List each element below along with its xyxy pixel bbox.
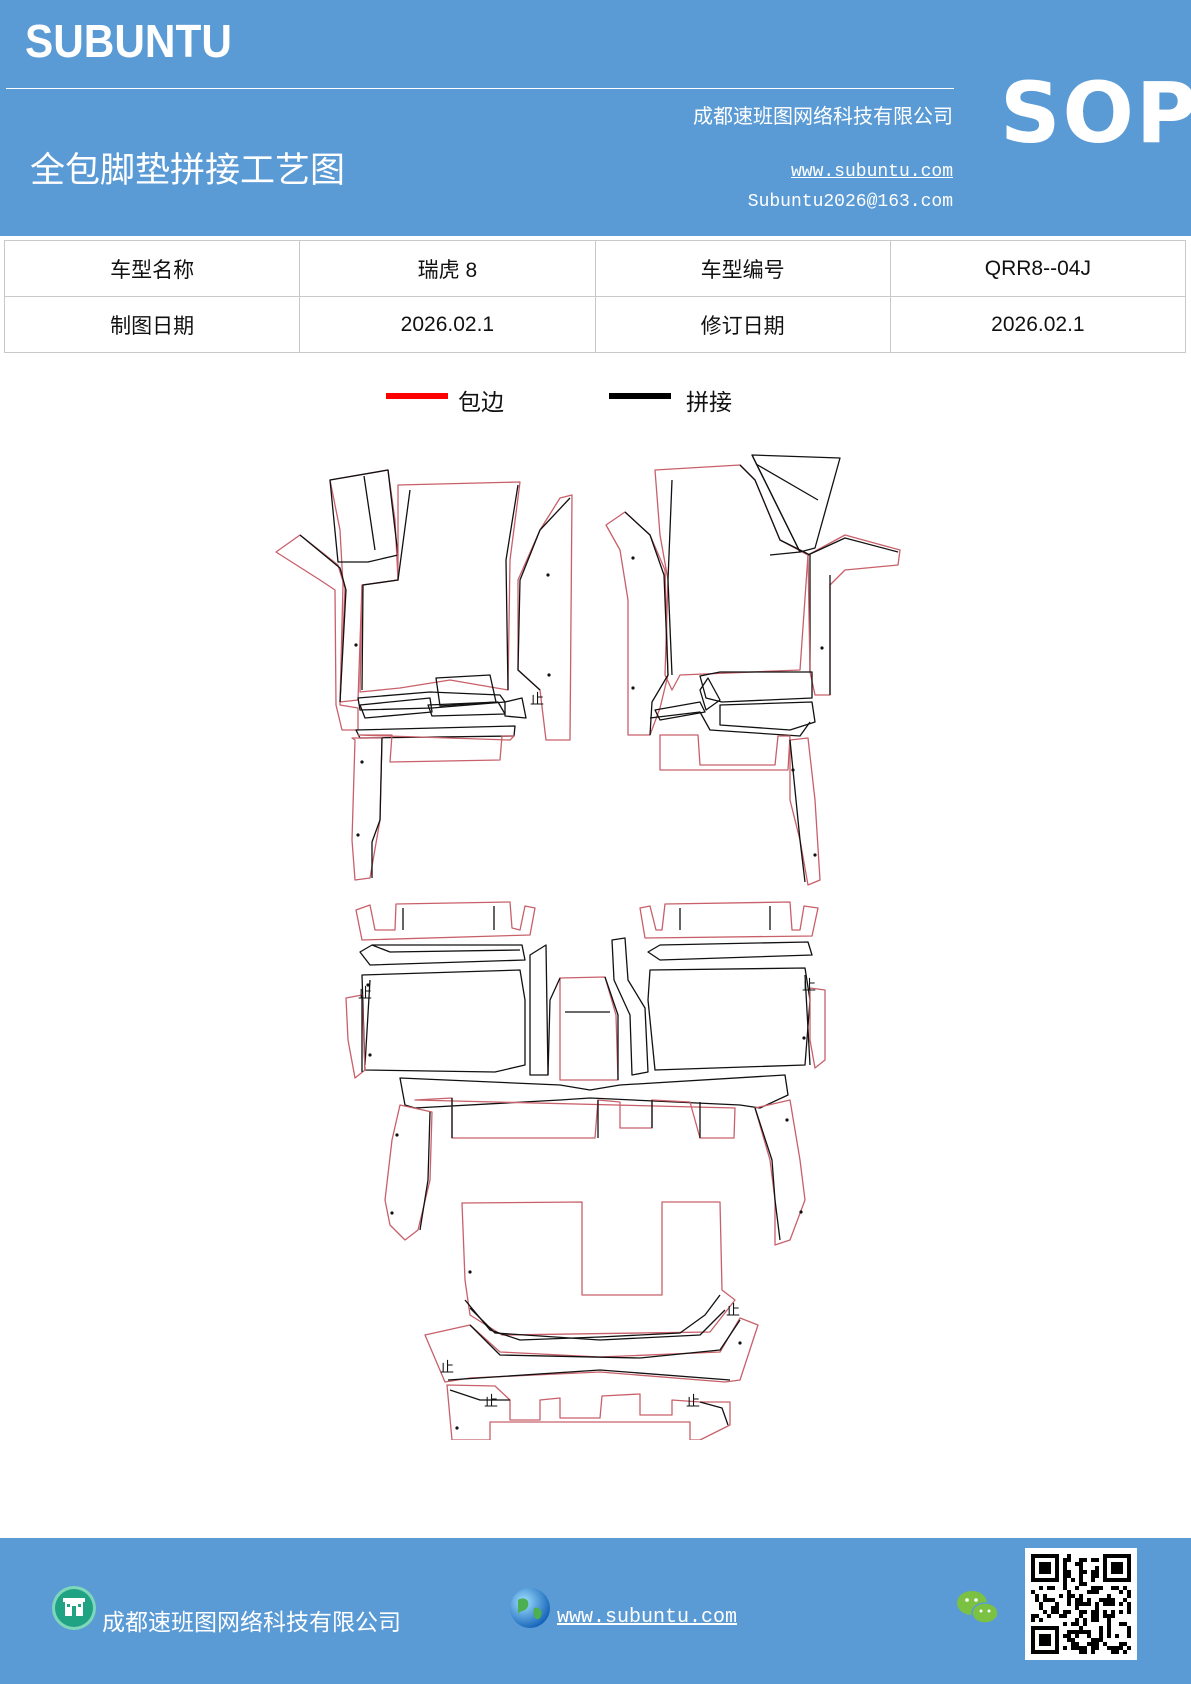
wechat-icon[interactable] — [955, 1588, 1001, 1628]
stop-mark: 止 — [440, 1360, 454, 1376]
rear-bottom-mats — [424, 1201, 759, 1440]
stop-mark: 止 — [802, 978, 816, 994]
stop-mark: 止 — [358, 986, 372, 1002]
legend: 包边 拼接 — [0, 386, 1191, 426]
draw-date-value: 2026.02.1 — [299, 296, 596, 353]
stop-mark: 止 — [484, 1394, 498, 1410]
info-table: 车型名称 瑞虎 8 车型编号 QRR8--04J 制图日期 2026.02.1 … — [3, 240, 1187, 353]
qr-code[interactable] — [1025, 1548, 1137, 1660]
footer-website-link[interactable]: www.subuntu.com — [557, 1606, 738, 1629]
header: SUBUNTU 成都速班图网络科技有限公司 全包脚垫拼接工艺图 www.subu… — [0, 0, 1191, 236]
revise-date-label: 修订日期 — [594, 296, 891, 353]
model-name-label: 车型名称 — [3, 240, 301, 297]
floor-mat-drawing: 止 止 止 止 止 止 止 — [275, 454, 901, 1440]
footer-company-name: 成都速班图网络科技有限公司 — [102, 1610, 401, 1636]
draw-date-label: 制图日期 — [3, 296, 301, 353]
company-name: 成都速班图网络科技有限公司 — [693, 104, 953, 128]
legend-label-edge: 包边 — [458, 390, 504, 416]
revise-date-value: 2026.02.1 — [889, 296, 1187, 353]
email-address: Subuntu2026@163.com — [747, 192, 953, 212]
legend-label-seam: 拼接 — [686, 390, 732, 416]
stop-mark: 止 — [686, 1394, 700, 1410]
legend-swatch-seam — [609, 393, 671, 399]
middle-row-mats — [345, 901, 826, 1081]
header-divider — [6, 88, 954, 89]
rear-middle-mats — [384, 1074, 806, 1246]
sop-badge: SOP — [1000, 64, 1191, 162]
model-code-value: QRR8--04J — [889, 240, 1187, 297]
footer: 成都速班图网络科技有限公司 www.subuntu.com — [0, 1538, 1191, 1684]
legend-swatch-edge — [386, 393, 448, 399]
stop-mark: 止 — [530, 692, 544, 708]
globe-icon — [508, 1586, 552, 1630]
table-row: 制图日期 2026.02.1 修订日期 2026.02.1 — [3, 296, 1187, 353]
table-row: 车型名称 瑞虎 8 车型编号 QRR8--04J — [3, 240, 1187, 297]
website-link[interactable]: www.subuntu.com — [790, 162, 953, 182]
document-title: 全包脚垫拼接工艺图 — [30, 151, 346, 191]
stop-mark: 止 — [726, 1303, 740, 1319]
front-right-mat — [605, 454, 901, 886]
front-left-mat — [275, 469, 573, 881]
model-name-value: 瑞虎 8 — [299, 240, 596, 297]
building-icon — [52, 1586, 96, 1630]
brand-logo: SUBUNTU — [25, 15, 232, 67]
model-code-label: 车型编号 — [594, 240, 891, 297]
